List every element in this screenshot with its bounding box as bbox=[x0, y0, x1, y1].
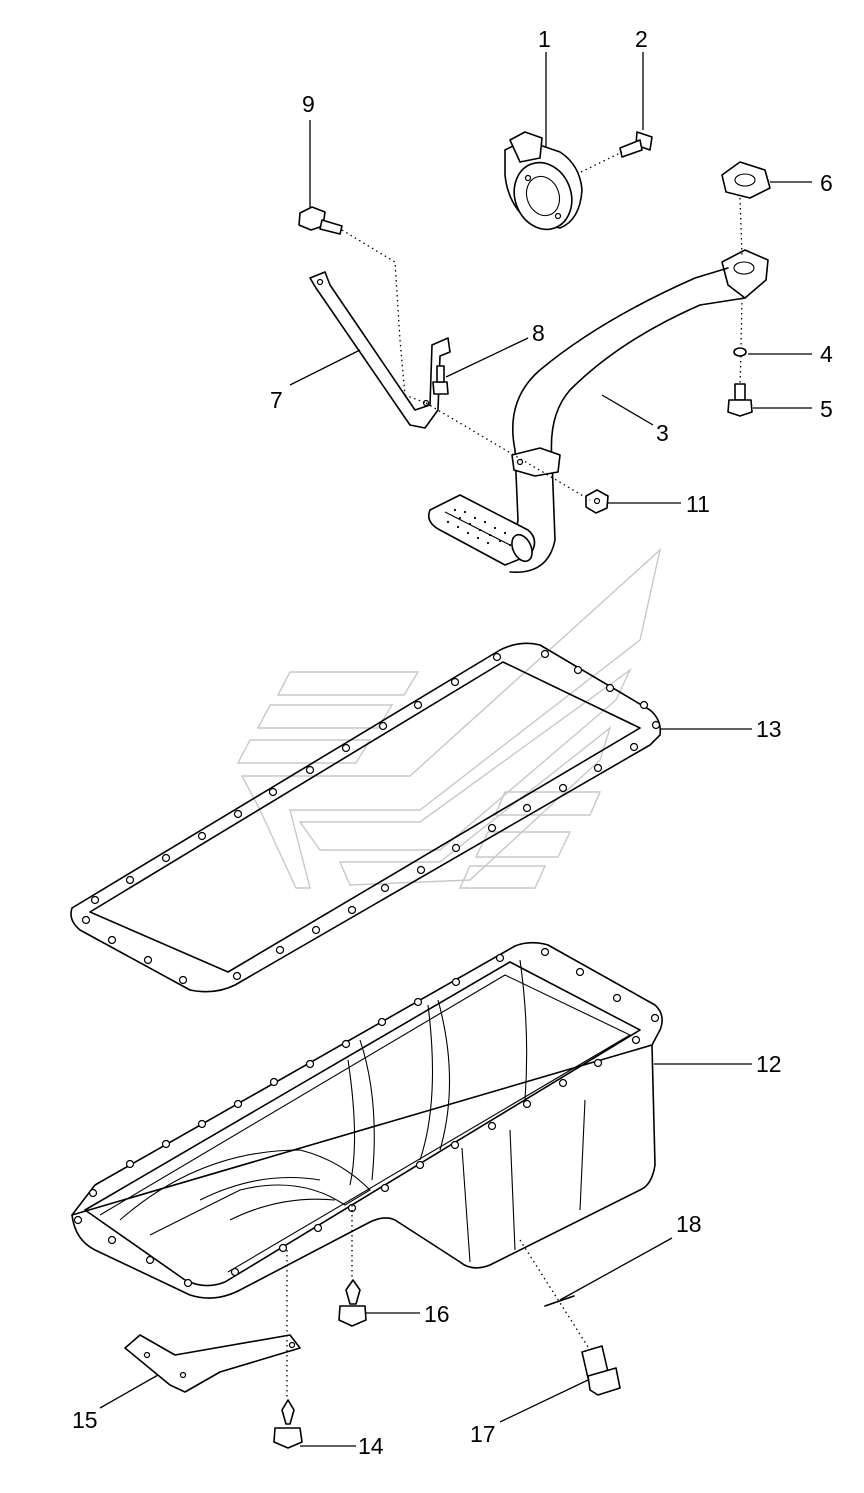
part-2-bolt bbox=[619, 131, 653, 158]
oil-pan-gasket bbox=[70, 642, 662, 993]
callout-9: 9 bbox=[302, 91, 315, 117]
callout-8: 8 bbox=[532, 320, 545, 346]
part-17-drain-plug bbox=[581, 1345, 621, 1396]
part-16-screw bbox=[338, 1279, 367, 1327]
callout-14: 14 bbox=[358, 1433, 384, 1459]
strainer-mesh bbox=[446, 508, 512, 547]
part-5-bolt bbox=[727, 383, 753, 417]
callout-5: 5 bbox=[820, 396, 833, 422]
callout-labels: 1 2 3 4 5 6 7 8 9 11 12 13 14 15 16 17 1… bbox=[72, 26, 833, 1459]
assembly-guide-lines bbox=[286, 151, 743, 1398]
part-1-pump-flange bbox=[504, 131, 583, 231]
part-3-suction-tube bbox=[427, 249, 769, 573]
callout-7: 7 bbox=[270, 387, 283, 413]
part-6-flange-gasket bbox=[721, 161, 771, 199]
part-14-screw bbox=[273, 1399, 303, 1449]
callout-15: 15 bbox=[72, 1407, 98, 1433]
callout-6: 6 bbox=[820, 170, 833, 196]
leader-lines bbox=[99, 52, 812, 1447]
part-8-bolt bbox=[432, 365, 449, 395]
part-18-seal-ring bbox=[544, 1295, 575, 1307]
gasket-bolt-holes bbox=[81, 649, 661, 985]
callout-1: 1 bbox=[538, 26, 551, 52]
callout-13: 13 bbox=[756, 716, 782, 742]
part-4-washer bbox=[733, 347, 747, 357]
callout-11: 11 bbox=[686, 491, 710, 517]
oil-pan bbox=[71, 941, 663, 1299]
callout-17: 17 bbox=[470, 1421, 496, 1447]
callout-2: 2 bbox=[635, 26, 648, 52]
part-7-support-bracket bbox=[309, 271, 451, 429]
callout-18: 18 bbox=[676, 1211, 702, 1237]
watermark-logo bbox=[236, 548, 662, 889]
part-11-nut bbox=[585, 489, 609, 514]
part-9-bolt bbox=[298, 206, 343, 235]
callout-4: 4 bbox=[820, 341, 833, 367]
callout-3: 3 bbox=[656, 420, 669, 446]
callout-12: 12 bbox=[756, 1051, 782, 1077]
part-15-pan-bracket bbox=[124, 1334, 301, 1393]
callout-16: 16 bbox=[424, 1301, 450, 1327]
oil-pan-bolt-holes bbox=[73, 947, 660, 1288]
